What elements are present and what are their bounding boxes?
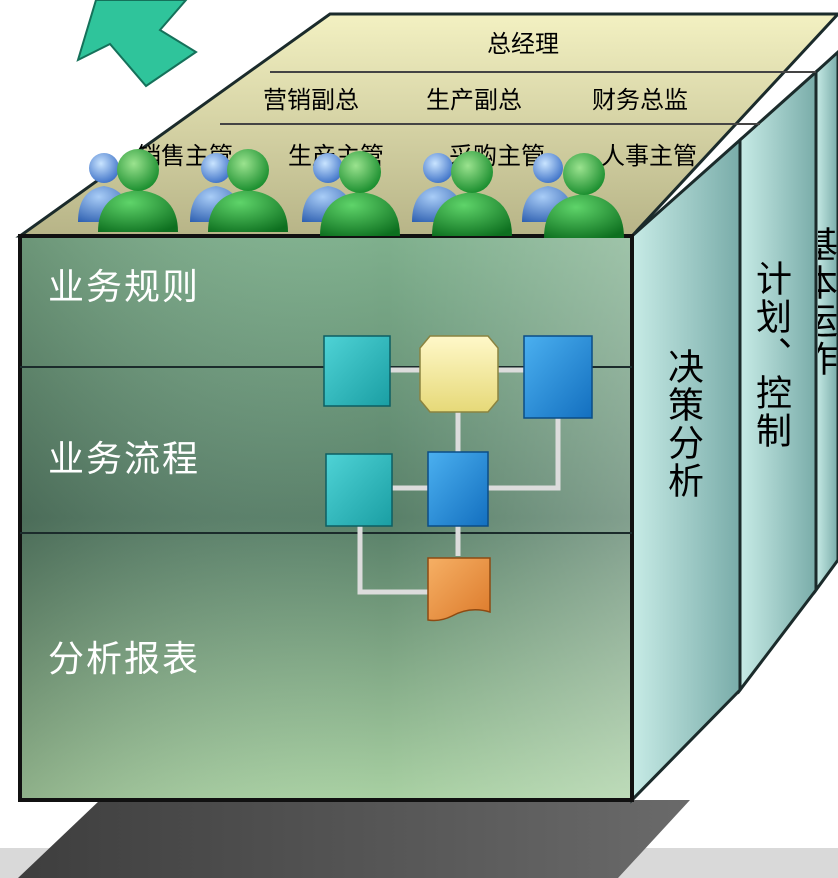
- side-label-decision-analysis: 决策分析: [662, 348, 703, 500]
- process-node-blue-1: [523, 335, 593, 419]
- person-icon: [208, 149, 288, 232]
- person-icon: [320, 151, 400, 236]
- process-node-orange-document: [427, 557, 491, 622]
- section-business-rules: 业务规则: [48, 267, 201, 308]
- process-node-yellow: [419, 335, 499, 413]
- person-icon: [98, 149, 178, 232]
- section-business-process: 业务流程: [48, 439, 201, 480]
- role-general-manager: 总经理: [487, 30, 559, 58]
- side-label-basic-operation: 基本运作: [818, 226, 837, 378]
- role-hr-manager: 人事主管: [601, 142, 697, 170]
- side-face-operation: [814, 49, 838, 595]
- floor-shadow: [18, 800, 690, 878]
- person-icon: [432, 151, 512, 236]
- arrow-icon: [76, 0, 198, 88]
- side-label-planning-control: 计划、控制: [750, 260, 791, 450]
- process-node-teal-1: [323, 335, 391, 407]
- role-marketing-vp: 营销副总: [263, 86, 359, 114]
- process-node-teal-2: [325, 453, 393, 527]
- process-connectors: [357, 367, 561, 595]
- people-group: [78, 149, 624, 238]
- section-analysis-reports: 分析报表: [48, 639, 201, 680]
- process-node-blue-2: [427, 451, 489, 527]
- role-production-vp: 生产副总: [426, 86, 522, 114]
- role-finance-director: 财务总监: [592, 86, 688, 114]
- person-icon: [544, 153, 624, 238]
